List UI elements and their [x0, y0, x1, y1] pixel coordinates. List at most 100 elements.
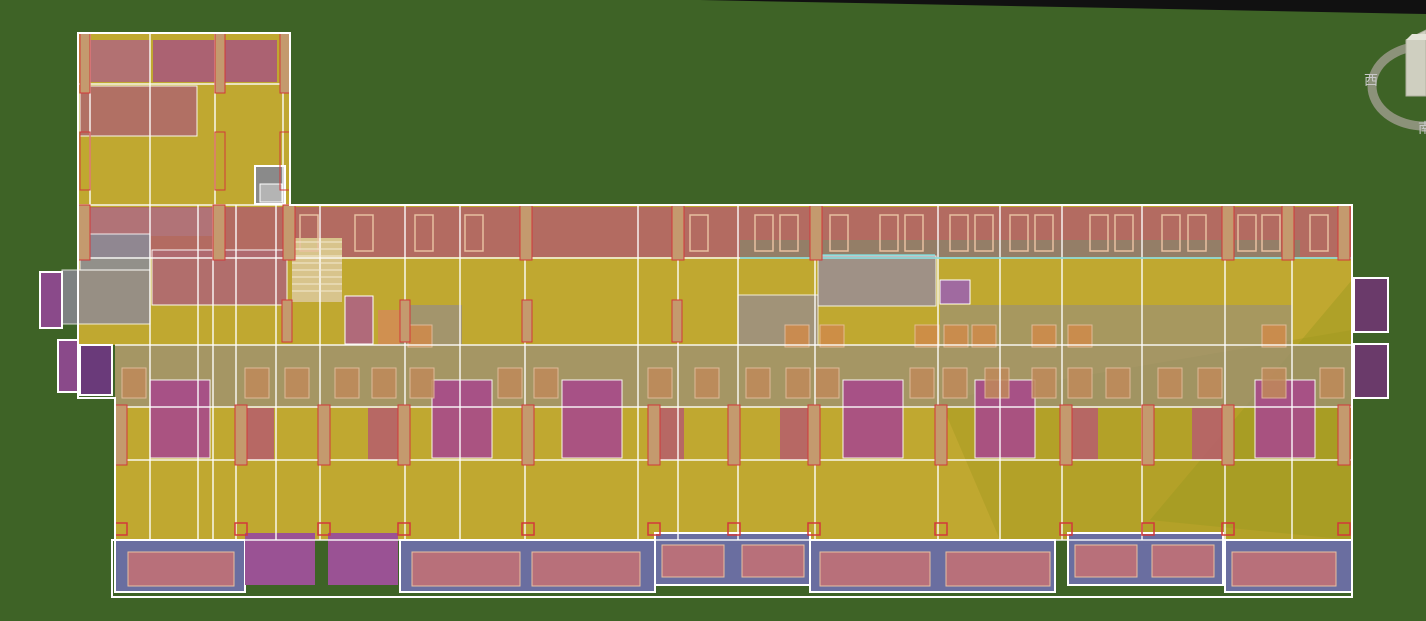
compass-south-label[interactable]: 南 [1418, 121, 1426, 137]
glass-room [939, 279, 971, 305]
window [334, 367, 360, 399]
balcony-inner [127, 551, 235, 587]
window [121, 367, 147, 399]
window [984, 367, 1010, 399]
column [282, 204, 296, 261]
column [521, 522, 535, 536]
side-balconies [39, 271, 1389, 399]
window [909, 367, 935, 399]
stair-box [259, 183, 283, 203]
column [79, 131, 91, 191]
column [317, 522, 331, 536]
column [1059, 522, 1073, 536]
window [1319, 367, 1345, 399]
balcony-inner [1074, 544, 1138, 578]
apartment-room [149, 379, 211, 459]
glass-room [817, 255, 937, 307]
window [371, 367, 397, 399]
column [279, 32, 291, 94]
column [1337, 204, 1351, 261]
windows [121, 214, 1345, 399]
window [284, 367, 310, 399]
glass-room [940, 305, 1292, 345]
balcony-room [328, 533, 398, 585]
column [212, 204, 226, 261]
window [1105, 367, 1131, 399]
window [779, 214, 799, 252]
column [671, 299, 683, 343]
column [399, 299, 411, 343]
compass-west-label[interactable]: 西 [1364, 73, 1378, 89]
room [88, 40, 150, 82]
window [745, 367, 771, 399]
window [647, 367, 673, 399]
window [414, 214, 434, 252]
side-balcony [1353, 343, 1389, 399]
window [497, 367, 523, 399]
window [1237, 214, 1257, 252]
column [114, 404, 128, 466]
column [214, 32, 226, 94]
column [397, 404, 411, 466]
column [521, 404, 535, 466]
window [879, 214, 899, 252]
window [464, 214, 484, 252]
column [317, 404, 331, 466]
window [829, 214, 849, 252]
apartment-room [561, 379, 623, 459]
window [1261, 324, 1287, 348]
window [1187, 214, 1207, 252]
column [1059, 404, 1073, 466]
window [1067, 367, 1093, 399]
column [727, 404, 741, 466]
room [378, 310, 400, 345]
column [234, 404, 248, 466]
window [754, 214, 774, 252]
window [689, 214, 709, 252]
window [299, 214, 319, 252]
column [727, 522, 741, 536]
side-balcony [57, 339, 79, 393]
window [1157, 367, 1183, 399]
column [671, 204, 685, 261]
window [949, 214, 969, 252]
side-balcony [1353, 277, 1389, 333]
window [814, 367, 840, 399]
balcony-room [245, 533, 315, 585]
column [1141, 522, 1155, 536]
view-navigation-cube[interactable]: 西 南 [1362, 26, 1426, 138]
window [533, 367, 559, 399]
window [784, 324, 810, 348]
column [934, 404, 948, 466]
apartment-room [431, 379, 493, 459]
window [1114, 214, 1134, 252]
apartment-room [842, 379, 904, 459]
background-dark-edge [700, 0, 1426, 14]
window [409, 367, 435, 399]
compass-ring-icon[interactable] [1362, 26, 1426, 138]
balcony-inner [411, 551, 521, 587]
column [77, 204, 91, 261]
window [1067, 324, 1093, 348]
column [521, 299, 533, 343]
window [974, 214, 994, 252]
window [1031, 324, 1057, 348]
window [1197, 367, 1223, 399]
room [344, 295, 374, 345]
column [79, 32, 91, 94]
column [1221, 404, 1235, 466]
window [914, 324, 940, 348]
window [1309, 214, 1329, 252]
window [1261, 367, 1287, 399]
column [1221, 204, 1235, 261]
window [785, 367, 811, 399]
column [809, 204, 823, 261]
column [647, 404, 661, 466]
balcony-inner [741, 544, 805, 578]
window [904, 214, 924, 252]
column [1337, 522, 1351, 536]
window [819, 324, 845, 348]
column [397, 522, 411, 536]
